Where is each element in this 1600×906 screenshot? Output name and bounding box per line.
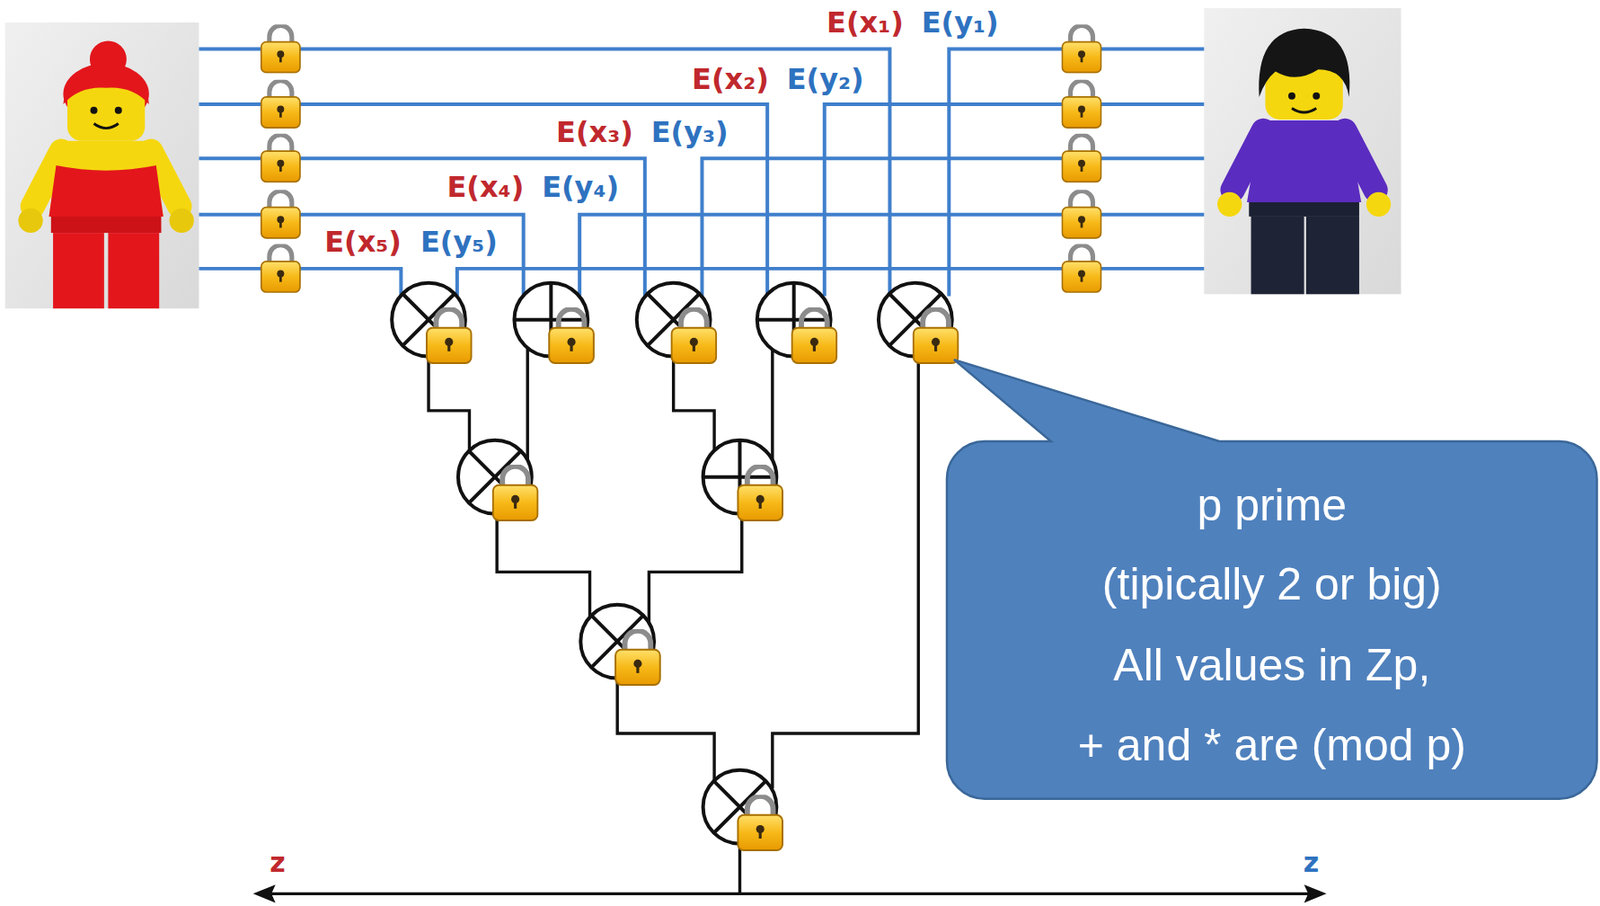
- alice-figure: [114, 106, 123, 115]
- bob-figure: [1291, 107, 1317, 113]
- alice-figure: [5, 22, 200, 309]
- input-wire: [701, 158, 1204, 296]
- callout-text: All values in Zp,: [1113, 639, 1431, 692]
- bob-figure: [1306, 216, 1360, 294]
- bob-figure: [1288, 92, 1296, 100]
- padlock-icon: [261, 191, 301, 239]
- gate-padlock: [426, 309, 472, 363]
- gate-padlock: [913, 309, 959, 363]
- padlock-icon: [261, 25, 301, 72]
- alice-figure: [5, 22, 200, 309]
- encrypted-input: E(y₃): [651, 115, 729, 150]
- callout-text: p prime: [1196, 479, 1347, 532]
- bob-figure: [1258, 28, 1350, 98]
- gate-padlock: [548, 309, 594, 363]
- output-arrow: [253, 883, 1327, 902]
- output-label: z: [269, 847, 285, 879]
- output-label: z: [1303, 847, 1319, 879]
- bob-figure: [1366, 192, 1391, 217]
- encrypted-input: E(y₁): [921, 6, 999, 40]
- bob-figure: [1203, 8, 1401, 294]
- padlock-icon: [261, 80, 301, 128]
- multiply-gate: [391, 282, 953, 844]
- encrypted-input: E(x₁): [826, 6, 904, 40]
- alice-figure: [107, 232, 160, 309]
- output-arrow: [253, 883, 276, 902]
- bob-figure: [1203, 8, 1401, 294]
- circuit-wire: [526, 336, 530, 460]
- gate-padlock: [737, 466, 783, 521]
- alice-figure: [49, 141, 164, 217]
- gate-padlock: [615, 630, 661, 685]
- padlock-icon: [1061, 134, 1101, 182]
- alice-figure: [62, 62, 149, 104]
- padlock-icon: [1061, 25, 1101, 72]
- padlock-icon: [1061, 191, 1101, 239]
- alice-figure: [17, 208, 43, 233]
- gate-padlock: [493, 466, 539, 521]
- encrypted-input: E(y₅): [420, 225, 498, 259]
- padlock-icon: [1061, 245, 1101, 292]
- padlock-icon: [261, 25, 1102, 292]
- alice-figure: [90, 106, 98, 115]
- padlock-icon: [1061, 80, 1101, 128]
- encrypted-input: E(y₄): [541, 170, 619, 204]
- output-arrow: [267, 892, 1313, 895]
- input-wire: [198, 214, 523, 297]
- callout-bubble: p prime (tipically 2 or big) All values in…: [946, 441, 1598, 799]
- alice-figure: [93, 123, 118, 129]
- encrypted-input: E(x₂): [691, 62, 770, 97]
- input-wire: [948, 49, 1204, 297]
- gate-padlock: [426, 309, 958, 850]
- input-wire: [198, 49, 1204, 297]
- callout-text: (tipically 2 or big): [1102, 558, 1442, 611]
- bob-figure: [1312, 92, 1320, 100]
- encrypted-input: E(x₃): [556, 115, 634, 150]
- encrypted-input: E(x₅): [324, 225, 402, 259]
- gate-padlock: [792, 309, 838, 363]
- alice-figure: [49, 165, 164, 217]
- padlock-icon: [261, 245, 301, 292]
- circuit-wire: [428, 336, 919, 893]
- callout-text: + and * are (mod p): [1078, 719, 1467, 772]
- padlock-icon: [261, 134, 301, 182]
- alice-figure: [53, 232, 105, 309]
- bob-figure: [1248, 202, 1360, 217]
- circuit-wire: [772, 336, 919, 788]
- bob-figure: [1246, 120, 1362, 203]
- input-wire: [198, 49, 890, 297]
- gate-padlock: [737, 795, 783, 850]
- callout-outline: [946, 359, 1598, 799]
- bob-figure: [1251, 216, 1305, 294]
- encrypted-input: E(y₂): [786, 62, 865, 97]
- add-gate: [513, 282, 831, 514]
- gate-padlock: [671, 309, 717, 363]
- circuit-wire: [770, 336, 774, 460]
- output-arrow: [1304, 883, 1327, 902]
- alice-figure: [169, 208, 195, 233]
- bob-figure: [1217, 192, 1242, 217]
- encrypted-input: E(x₄): [446, 170, 524, 204]
- alice-figure: [51, 216, 162, 233]
